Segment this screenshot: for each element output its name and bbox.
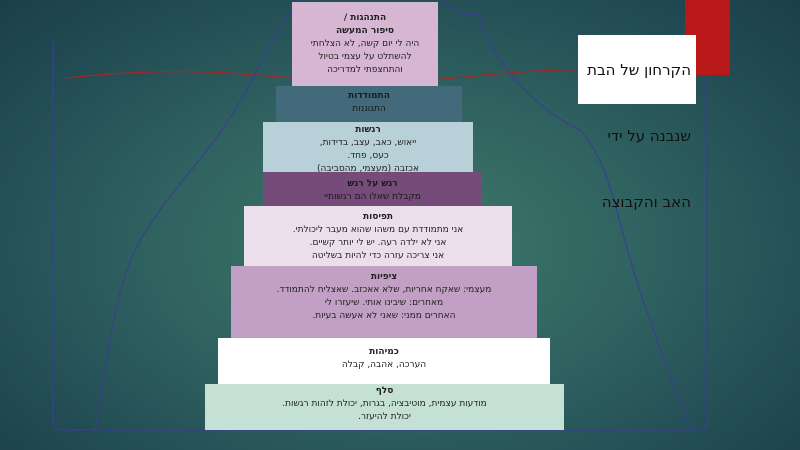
tier-line: מעצמי: שאקח אחריות, שלא אאכזב. שאצליח לה…: [276, 285, 492, 295]
title-line-2: שנבנה על ידי: [607, 127, 691, 145]
tier-line: כעס, פחד.: [347, 151, 389, 161]
tier-line: מודעות עצמית, מוטיבציה, בגרות, יכולת לזה…: [282, 399, 487, 409]
frame-line: [52, 10, 708, 431]
tier-line: ייאוש, כאב, עצב, בדידות,: [319, 138, 417, 148]
title-line-1: הקרחון של הבת: [587, 61, 691, 79]
tier-heading: סלף: [375, 386, 394, 396]
tier-heading: כמיהות: [369, 347, 399, 357]
tier-line: אני צריכה עזרה כדי להיות בשליטה: [311, 251, 445, 261]
tier-line: מאחרים: שיבינו אותי. שיעזרו לי: [324, 298, 444, 308]
tier-heading: תפיסות: [362, 212, 394, 222]
tier-line: מקבלת שאלו הם רגשותיי: [324, 192, 421, 202]
tier-line: היה לי יום קשה, לא הצלחתי: [310, 39, 420, 49]
iceberg-shape: [94, 0, 691, 431]
tier-coping: התמודדות התגוננות: [276, 86, 462, 122]
tier-line: אני מתמודדת עם משהו שהוא מעבר ליכולתי.: [292, 225, 464, 235]
tier-line: האחרים ממני: שאני לא אעשה בעיות.: [312, 311, 456, 321]
tier-self: סלף מודעות עצמית, מוטיבציה, בגרות, יכולת…: [205, 384, 564, 430]
tier-line: אכזבה (מעצמי, מהסביבה): [317, 164, 419, 174]
slide-title: הקרחון של הבת שנבנה על ידי האב והקבוצה: [578, 35, 696, 211]
title-line-3: האב והקבוצה: [601, 193, 691, 211]
tier-line: להשתלט על עצמי בטיול: [318, 52, 412, 62]
tier-behavior: התנהגות / סיפור המעשה היה לי יום קשה, לא…: [292, 2, 438, 86]
tier-heading: ציפיות: [370, 272, 398, 282]
tier-line: הערכה, אהבה, קבלה: [341, 360, 427, 370]
tier-line: אני לא ילדה רעה. יש לי יותר קשיים.: [309, 238, 447, 248]
tier-feelings: רגשות ייאוש, כאב, עצב, בדידות, כעס, פחד.…: [263, 122, 473, 174]
tier-expectations: ציפיות מעצמי: שאקח אחריות, שלא אאכזב. שא…: [231, 266, 537, 338]
tier-heading: רגשות: [355, 125, 381, 135]
tier-line: והתחצפתי למדריכה: [327, 65, 403, 75]
tier-line: התגוננות: [352, 104, 386, 114]
tier-heading: התמודדות: [348, 91, 390, 101]
tier-yearnings: כמיהות הערכה, אהבה, קבלה: [218, 338, 550, 384]
tier-heading: התנהגות / סיפור המעשה: [335, 13, 395, 36]
tier-heading: רגש על רגש: [347, 179, 398, 189]
tier-line: יכולת להיעזר.: [358, 412, 411, 422]
tier-perceptions: תפיסות אני מתמודדת עם משהו שהוא מעבר ליכ…: [244, 206, 512, 266]
tier-feeling-about-feeling: רגש על רגש מקבלת שאלו הם רגשותיי: [263, 172, 482, 206]
